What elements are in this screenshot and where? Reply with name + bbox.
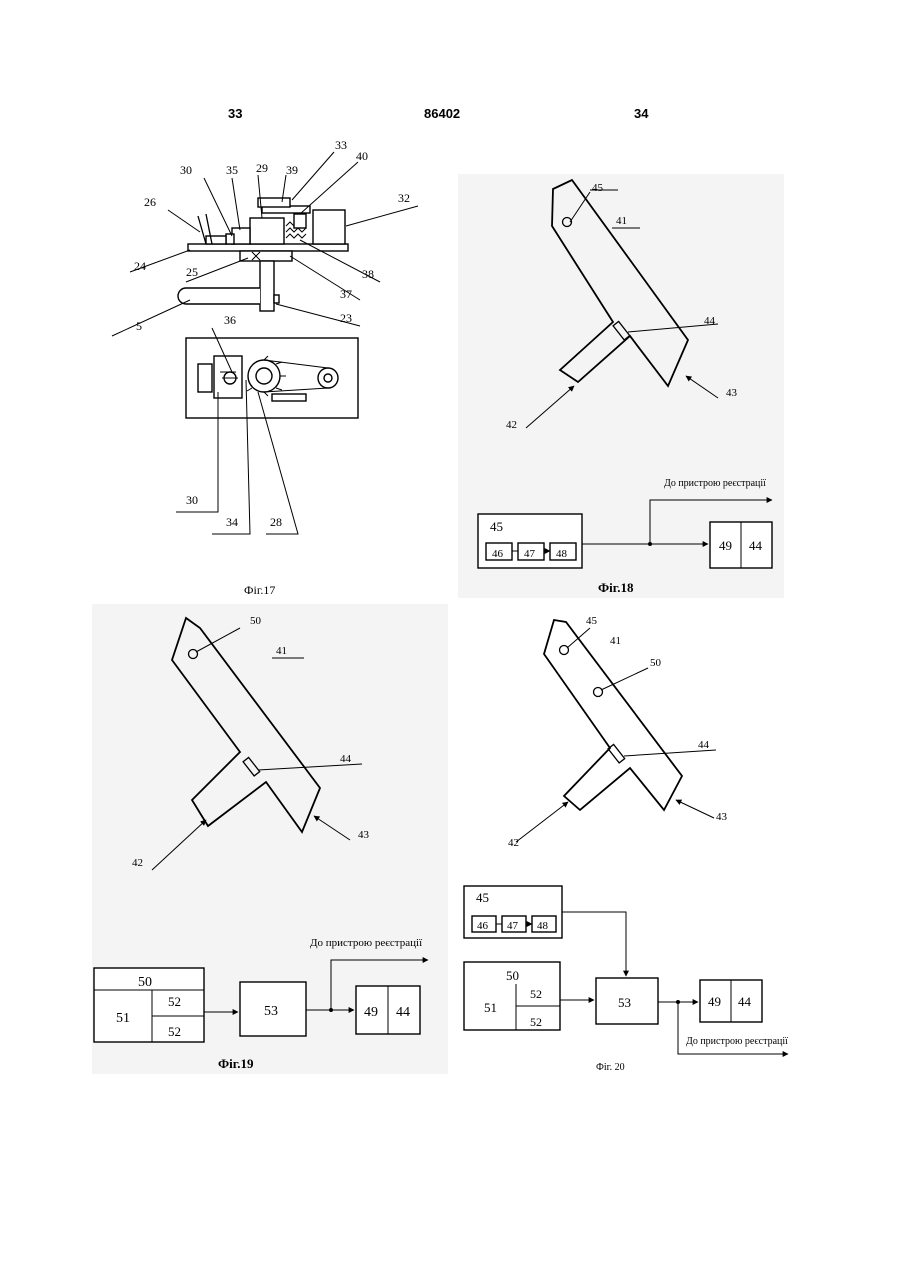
arrow-note-19: До пристрою реєстрації (310, 937, 423, 949)
arm-5 (178, 288, 260, 304)
base-plate (188, 244, 348, 251)
pulley-39 (258, 198, 290, 207)
block-30-top (198, 364, 212, 392)
label-32: 32 (398, 191, 410, 205)
label-41-20: 41 (610, 635, 621, 647)
caption-fig18: Фіг.18 (598, 580, 634, 595)
bearing-25 (240, 251, 292, 261)
label-45-20: 45 (586, 615, 598, 627)
label-24: 24 (134, 259, 146, 273)
caption-fig17: Фіг.17 (244, 583, 275, 597)
label-36: 36 (224, 313, 236, 327)
block-51: 51 (116, 1011, 130, 1026)
label-29: 29 (256, 161, 268, 175)
label-39: 39 (286, 163, 298, 177)
label-42: 42 (506, 419, 517, 431)
block-52-b: 52 (168, 1024, 181, 1039)
label-23: 23 (340, 311, 352, 325)
block-45-title: 45 (490, 519, 503, 534)
label-43-20: 43 (716, 811, 728, 823)
label-37: 37 (340, 287, 352, 301)
block-49: 49 (719, 538, 732, 553)
block-51-20: 51 (484, 1000, 497, 1015)
figure-19: 50 41 44 43 42 50 51 52 52 53 До пристро… (92, 604, 448, 1074)
link-top (272, 394, 306, 401)
arrow-note-20: До пристрою реєстрації (686, 1036, 788, 1047)
block-47: 47 (524, 548, 536, 560)
block-48-20: 48 (537, 920, 549, 932)
block-52-a-20: 52 (530, 987, 542, 1001)
label-33: 33 (335, 138, 347, 152)
gear-block (250, 218, 284, 244)
label-44-20: 44 (698, 739, 710, 751)
label-44: 44 (704, 315, 716, 327)
block-35 (226, 234, 234, 244)
block-50-title-20: 50 (506, 968, 519, 983)
block-53-label-20: 53 (618, 995, 631, 1010)
block-44: 44 (749, 538, 763, 553)
block-44-19: 44 (396, 1005, 410, 1020)
pin-23 (274, 295, 279, 303)
sensor-body-41-20 (544, 620, 682, 810)
caption-fig19: Фіг.19 (218, 1056, 254, 1071)
block-40 (294, 214, 306, 228)
label-5: 5 (136, 319, 142, 333)
label-41-19: 41 (276, 645, 287, 657)
block-52-b-20: 52 (530, 1015, 542, 1029)
figure-17: 33 35 29 39 40 30 26 32 24 25 38 37 5 23… (112, 138, 418, 597)
slot-44-20 (608, 744, 625, 762)
label-28: 28 (270, 515, 282, 529)
arrow-note-18: До пристрою реєстрації (664, 478, 766, 489)
label-38: 38 (362, 267, 374, 281)
label-44-19: 44 (340, 753, 352, 765)
label-50-20: 50 (650, 657, 662, 669)
block-46: 46 (492, 548, 504, 560)
label-50-19: 50 (250, 615, 262, 627)
block-49-19: 49 (364, 1005, 378, 1020)
block-49-20: 49 (708, 994, 721, 1009)
label-41: 41 (616, 215, 627, 227)
label-45: 45 (592, 182, 604, 194)
label-42-20: 42 (508, 837, 519, 849)
block-48: 48 (556, 548, 568, 560)
figure-20: 45 41 50 44 43 42 45 46 47 48 50 51 52 5… (464, 615, 788, 1073)
label-43-19: 43 (358, 829, 370, 841)
block-44-20: 44 (738, 994, 752, 1009)
label-30: 30 (180, 163, 192, 177)
label-43: 43 (726, 387, 738, 399)
block-53-label: 53 (264, 1004, 278, 1019)
block-50-title: 50 (138, 975, 152, 990)
label-26: 26 (144, 195, 156, 209)
label-35: 35 (226, 163, 238, 177)
label-42-19: 42 (132, 857, 143, 869)
element-50-dot-20 (594, 688, 603, 697)
label-30-top: 30 (186, 493, 198, 507)
element-45-dot-20 (560, 646, 569, 655)
block-30 (206, 236, 226, 244)
motor-32 (313, 210, 345, 244)
label-40: 40 (356, 149, 368, 163)
block-45-title-20: 45 (476, 890, 489, 905)
block-47-20: 47 (507, 920, 519, 932)
label-25: 25 (186, 265, 198, 279)
caption-fig20: Фіг. 20 (596, 1062, 625, 1073)
label-34: 34 (226, 515, 238, 529)
figure-18: 45 41 44 43 42 45 46 47 48 До пристрою р… (458, 174, 784, 598)
shaft-23 (260, 261, 274, 311)
block-52-a: 52 (168, 994, 181, 1009)
block-46-20: 46 (477, 920, 489, 932)
